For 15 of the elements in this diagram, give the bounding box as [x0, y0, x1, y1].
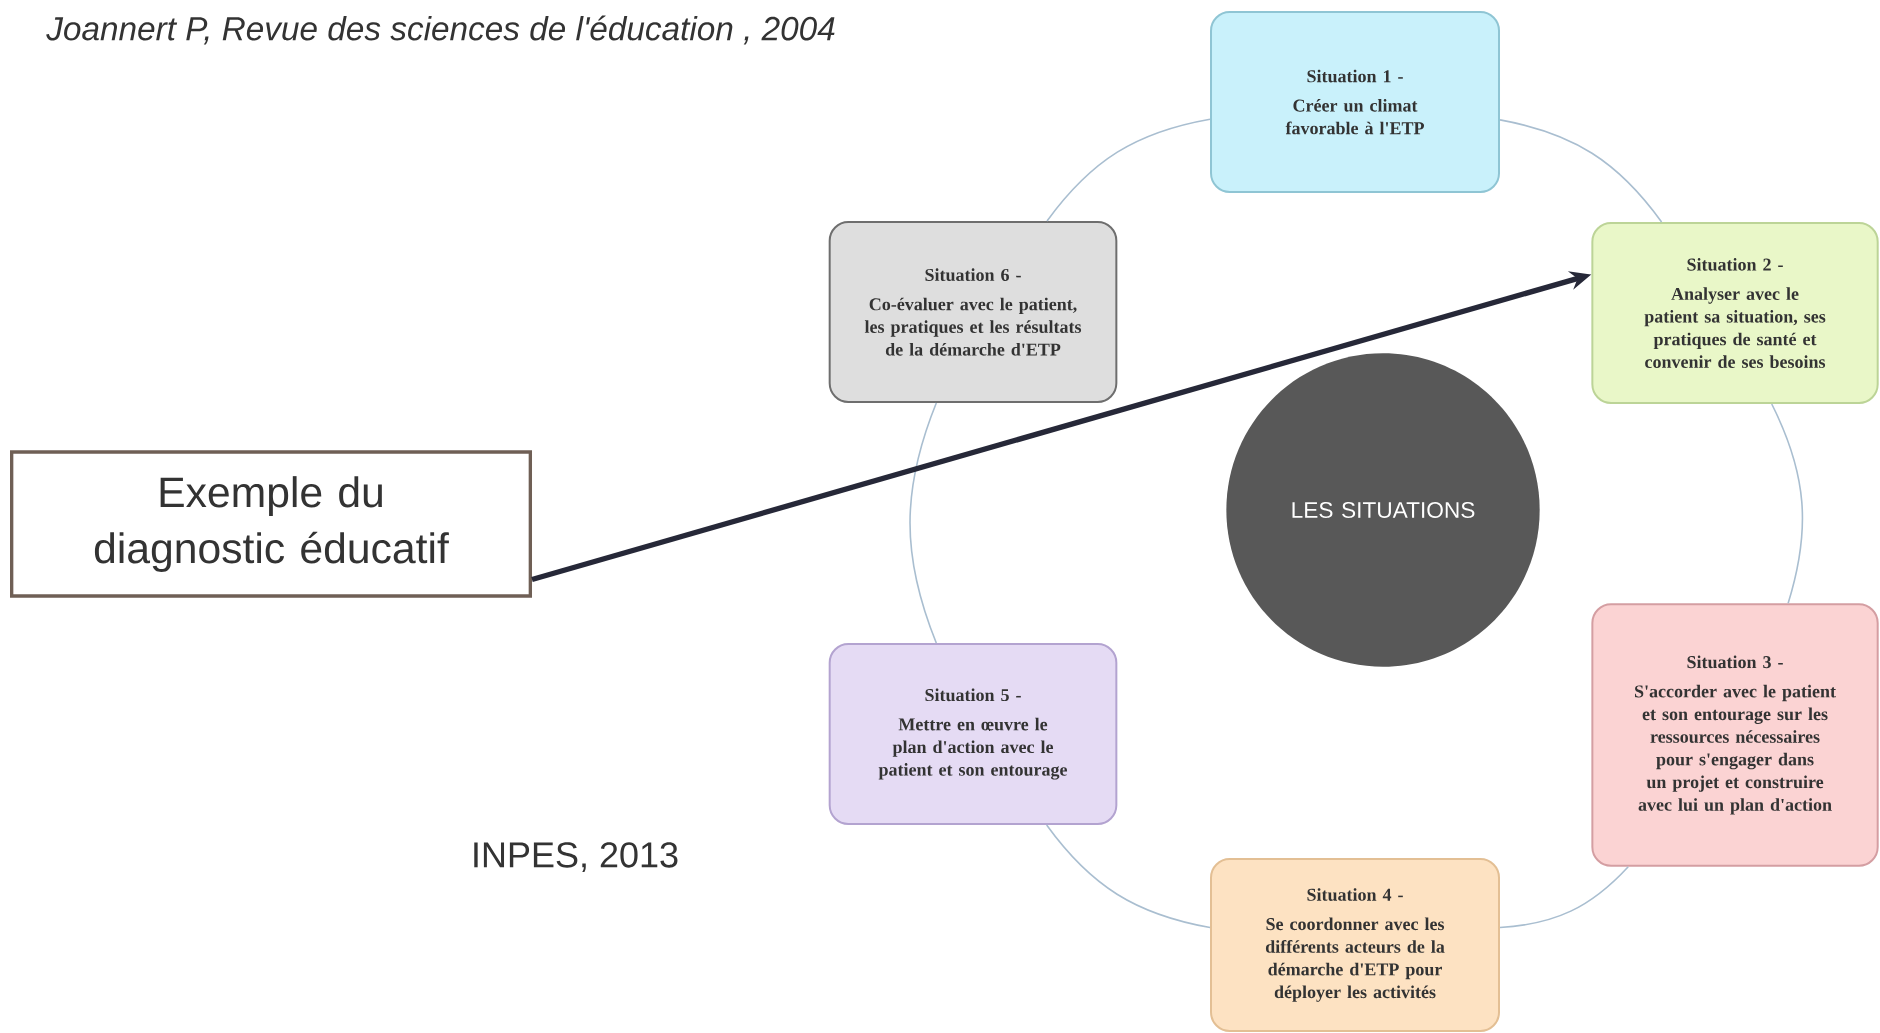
callout-box: Exemple du diagnostic éducatif [10, 450, 532, 598]
source-note: INPES, 2013 [474, 842, 678, 872]
citation: Joannert P, Revue des sciences de l'éducation , 2004 [46, 15, 835, 45]
connector [909, 402, 938, 644]
connector [1770, 403, 1804, 605]
situation-box: Situation 5 - Mettre en œuvre le plan d'action avec le patient et son entourage [828, 643, 1118, 825]
connector [1499, 865, 1629, 929]
situation-box: Situation 2 - Analyser avec le patient sa situation, ses pratiques de santé et convenir de ses besoins [1591, 222, 1879, 404]
situation-box: Situation 6 - Co-évaluer avec le patient, les pratiques et les résultats de la démarche d'ETP [828, 221, 1118, 403]
connector [1045, 824, 1211, 929]
connector [1499, 119, 1663, 223]
situation-box: Situation 3 - S'accorder avec le patient et son entourage sur les ressources nécessaires pour s'engager dans un projet et construire avec lui un plan d'action [1591, 603, 1879, 867]
situation-box: Situation 1 - Créer un climat favorable à l'ETP [1210, 11, 1500, 193]
connector [1046, 118, 1211, 222]
situation-box: Situation 4 - Se coordonner avec les différents acteurs de la démarche d'ETP pour déployer les activités [1210, 858, 1500, 1032]
